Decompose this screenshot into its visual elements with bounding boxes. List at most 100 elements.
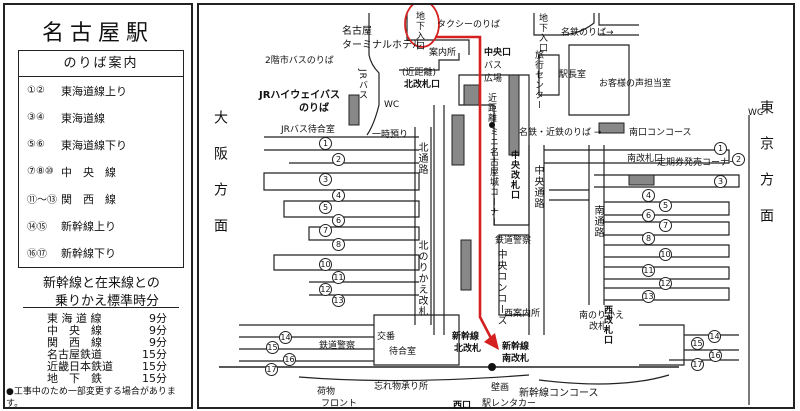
divider xyxy=(23,307,179,308)
platform-guide-row: ⑤⑥ 東海道線下り xyxy=(19,131,183,158)
track-numbers: ①② xyxy=(27,85,45,96)
line-name: 中 央 線 xyxy=(61,165,116,179)
map-label-luggage: 一時預り xyxy=(372,130,409,140)
map-label-short-distance: 近距離 xyxy=(486,93,496,123)
platform-number: 11 xyxy=(332,271,345,284)
map-label-central-gate: 中央改札口 xyxy=(509,150,519,200)
platform-number: 3 xyxy=(319,173,332,186)
station-title: 名古屋駅 xyxy=(41,21,154,46)
route-arrow xyxy=(484,333,499,350)
map-label-station-master: 駅長室 xyxy=(559,70,587,80)
map-label-south-transfer-2: 改札 xyxy=(589,322,608,332)
platform-number: 1 xyxy=(319,137,332,150)
platform-number: 16 xyxy=(283,353,296,366)
note: ●工事中のため一部変更する場合があります。 xyxy=(6,387,176,409)
platform-number: 13 xyxy=(642,290,655,303)
transfer-time: 9分 xyxy=(149,312,167,325)
map-label-jr-bus-waiting: JRバス待合室 xyxy=(281,125,335,135)
platform-number: 6 xyxy=(332,214,345,227)
map-label-west-exit: 西口 xyxy=(453,401,472,411)
transfer-time: 15分 xyxy=(142,348,167,361)
map-label-central-bus-3: 広場 xyxy=(484,74,503,84)
transfer-time-row: 中 央 線 9分 xyxy=(47,325,167,337)
map-label-lost-found: 忘れ物承り所 xyxy=(374,382,429,392)
direction-west: 大阪方面 xyxy=(212,110,228,254)
line-name: 関 西 線 xyxy=(61,192,116,206)
platform-number: 5 xyxy=(319,201,332,214)
map-label-central-bus-2: バス xyxy=(484,61,503,71)
platform-number: 13 xyxy=(332,294,345,307)
platform-number: 8 xyxy=(332,238,345,251)
map-label-wc: WC xyxy=(384,100,400,110)
platform-number: 15 xyxy=(266,341,279,354)
line-name: 関 西 線 xyxy=(47,336,102,349)
map-label-south-transfer-1: 南のりかえ xyxy=(579,311,625,321)
map-label-shinkansen-north-2: 北改札 xyxy=(454,344,482,354)
line-name: 地 下 鉄 xyxy=(47,372,102,385)
line-name: 東 海 道 線 xyxy=(47,312,102,325)
map-label-city-bus: 2階市バスのりば xyxy=(265,56,334,66)
line-name: 新幹線下り xyxy=(61,246,116,260)
platform-number: 11 xyxy=(642,264,655,277)
map-label-mural: 壁画 xyxy=(491,383,510,393)
transfer-time: 9分 xyxy=(149,324,167,337)
direction-east: 東京方面 xyxy=(758,100,774,244)
map-label-north-gate-2: 北改札口 xyxy=(404,80,441,90)
map-label-north-passage: 北通路 xyxy=(416,142,427,175)
map-label-central-passage: 中央通路 xyxy=(532,165,543,209)
line-name: 東海道線上り xyxy=(61,84,127,98)
platform-number: 14 xyxy=(279,331,292,344)
map-label-meitetsu-kintetsu: 名鉄・近鉄のりば → xyxy=(519,128,602,138)
platform-number: 10 xyxy=(659,248,672,261)
platform-number: 4 xyxy=(642,189,655,202)
map-label-taxi: タクシーのりば xyxy=(437,20,501,30)
map-label-south-gate: 南改札口 xyxy=(627,154,664,164)
platform-number: 1 xyxy=(714,142,727,155)
map-label-voice-office: お客様の声担当室 xyxy=(599,79,672,89)
station-map: 名古屋ターミナルホテル地下入口タクシーのりば地下入口名鉄のりば→2階市バスのりば… xyxy=(197,3,795,411)
map-label-north-gate-1: (近距離) xyxy=(402,68,437,78)
platform-number: 7 xyxy=(659,219,672,232)
platform-number: 14 xyxy=(708,330,721,343)
platform-number: 17 xyxy=(691,358,704,371)
map-label-highway-bus-1: JRハイウェイバス xyxy=(259,90,341,101)
map-label-south-concourse: 南口コンコース xyxy=(629,128,692,138)
map-label-subway-entrance-2: 地下入口 xyxy=(537,13,547,53)
map-label-shinkansen-south-1: 新幹線 xyxy=(502,342,530,352)
map-label-terminal-hotel-1: 名古屋 xyxy=(342,26,372,37)
platform-number: 6 xyxy=(642,209,655,222)
track-numbers: ⑦⑧⑩ xyxy=(27,166,54,177)
line-name: 中 央 線 xyxy=(47,324,102,337)
track-numbers: ⑯⑰ xyxy=(27,249,47,260)
map-label-rail-police: 鉄道警察 xyxy=(495,236,532,246)
track-numbers: ⑭⑮ xyxy=(27,222,47,233)
map-label-north-transfer: 北のりかえ改札 xyxy=(416,240,427,317)
map-label-baggage-1: 荷物 xyxy=(317,387,336,397)
line-name: 東海道線下り xyxy=(61,138,127,152)
transfer-time-row: 東 海 道 線 9分 xyxy=(47,313,167,325)
map-label-subway-entrance: 地下入口 xyxy=(414,11,424,51)
track-numbers: ⑤⑥ xyxy=(27,139,45,150)
platform-guide-row: ⑦⑧⑩ 中 央 線 xyxy=(19,158,183,185)
platform-number: 12 xyxy=(659,277,672,290)
map-label-highway-bus-2: のりば xyxy=(299,103,329,114)
track-numbers: ⑪〜⑬ xyxy=(27,195,57,206)
platform-number: 7 xyxy=(319,224,332,237)
platform-number: 2 xyxy=(332,153,345,166)
track-numbers: ③④ xyxy=(27,112,45,123)
map-label-travel-center: 旅行センター xyxy=(533,50,543,110)
map-label-waiting-room: 待合室 xyxy=(389,347,417,357)
line-name: 東海道線 xyxy=(61,111,105,125)
platform-guide-row: ③④ 東海道線 xyxy=(19,104,183,131)
route-line xyxy=(404,5,494,341)
platform-guide-row: ⑯⑰ 新幹線下り xyxy=(19,239,183,266)
platform-number: 10 xyxy=(319,258,332,271)
map-label-shinkansen-north-1: 新幹線 xyxy=(452,332,480,342)
map-label-mini-castle: ミニ名古屋城コーナー xyxy=(488,127,498,227)
platform-number: 17 xyxy=(265,363,278,376)
